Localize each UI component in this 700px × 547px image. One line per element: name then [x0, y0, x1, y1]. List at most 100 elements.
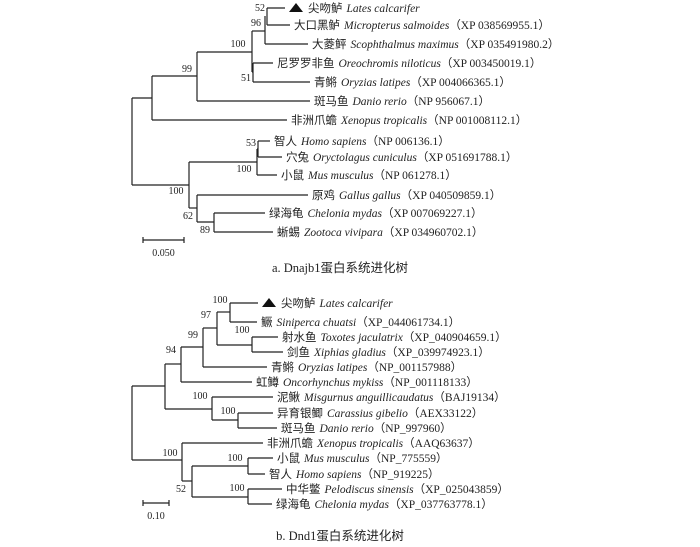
bootstrap-value: 89	[200, 225, 210, 236]
species-latin-name: Lates calcarifer	[346, 3, 421, 15]
species-chinese-name: 虹鳟	[256, 375, 279, 389]
species-chinese-name: 斑马鱼	[314, 94, 349, 108]
species-latin-name: Xiphias gladius	[313, 347, 386, 359]
species-chinese-name: 蜥蜴	[277, 225, 300, 239]
scale-bar-label: 0.050	[152, 248, 175, 259]
species-latin-name: Misgurnus anguillicaudatus	[303, 392, 434, 404]
accession-number: （NP_775559）	[370, 452, 448, 465]
accession-number: （XP 034960702.1）	[383, 226, 484, 239]
species-latin-name: Oryzias latipes	[298, 362, 368, 374]
species-latin-name: Gallus gallus	[339, 190, 401, 202]
species-chinese-name: 剑鱼	[287, 345, 310, 359]
bootstrap-value: 100	[221, 406, 236, 417]
accession-number: （NP_919225）	[362, 468, 440, 481]
species-latin-name: Oreochromis niloticus	[339, 58, 442, 70]
species-latin-name: Pelodiscus sinensis	[324, 484, 415, 496]
species-chinese-name: 绿海龟	[276, 497, 311, 511]
species-chinese-name: 青鳉	[314, 75, 337, 89]
accession-number: （BAJ19134）	[433, 391, 505, 404]
species-chinese-name: 尼罗罗非鱼	[277, 56, 335, 70]
species-chinese-name: 泥鳅	[277, 390, 300, 404]
query-species-triangle-icon	[289, 3, 303, 12]
accession-number: （XP_039974923.1）	[386, 346, 490, 359]
bootstrap-value: 52	[176, 484, 186, 495]
species-latin-name: Oryctolagus cuniculus	[313, 152, 417, 164]
leaf-label: 尼罗罗非鱼 Oreochromis niloticus（XP 003450019.…	[277, 56, 541, 70]
figure-caption: a. Dnajb1蛋白系统进化树	[272, 260, 408, 275]
bootstrap-value: 100	[237, 164, 252, 175]
accession-number: （NP_997960）	[374, 422, 452, 435]
species-latin-name: Scophthalmus maximus	[351, 39, 460, 51]
accession-number: （NP_001157988）	[367, 361, 462, 374]
accession-number: （XP 003450019.1）	[441, 57, 542, 70]
bootstrap-value: 100	[230, 483, 245, 494]
scale-bar-label: 0.10	[147, 511, 165, 522]
bootstrap-value: 94	[166, 345, 176, 356]
species-chinese-name: 中华鳖	[286, 482, 321, 496]
species-chinese-name: 大口黑鲈	[294, 18, 340, 32]
accession-number: （NP_001118133）	[383, 376, 477, 389]
species-latin-name: Homo sapiens	[300, 136, 367, 148]
accession-number: （XP 007069227.1）	[382, 207, 483, 220]
species-chinese-name: 非洲爪蟾	[267, 436, 313, 450]
species-chinese-name: 大菱鲆	[312, 37, 347, 51]
accession-number: （XP 051691788.1）	[417, 151, 518, 164]
species-latin-name: Mus musculus	[303, 453, 370, 465]
accession-number: （AEX33122）	[408, 407, 483, 420]
accession-number: （XP 038569955.1）	[449, 19, 550, 32]
species-latin-name: Chelonia mydas	[315, 499, 390, 511]
species-chinese-name: 智人	[274, 134, 297, 148]
accession-number: （NP 006136.1）	[367, 135, 450, 148]
bootstrap-value: 52	[255, 3, 265, 14]
bootstrap-value: 96	[251, 18, 261, 29]
species-latin-name: Carassius gibelio	[327, 408, 408, 420]
accession-number: （XP 035491980.2）	[459, 38, 560, 51]
accession-number: （XP 040509859.1）	[401, 189, 502, 202]
species-chinese-name: 鳜	[261, 315, 273, 329]
accession-number: （XP_025043859）	[414, 483, 509, 496]
leaf-label: 青鳉 Oryzias latipes（NP_001157988）	[271, 360, 462, 374]
accession-number: （NP 001008112.1）	[427, 114, 527, 127]
bootstrap-value: 100	[163, 448, 178, 459]
species-latin-name: Chelonia mydas	[308, 208, 383, 220]
bootstrap-value: 62	[183, 211, 193, 222]
species-latin-name: Oncorhynchus mykiss	[283, 377, 384, 389]
bootstrap-value: 99	[182, 64, 192, 75]
species-latin-name: Oryzias latipes	[341, 77, 411, 89]
bootstrap-value: 100	[169, 186, 184, 197]
species-latin-name: Xenopus tropicalis	[340, 115, 428, 127]
bootstrap-value: 100	[193, 391, 208, 402]
bootstrap-value: 100	[235, 325, 250, 336]
species-chinese-name: 青鳉	[271, 360, 294, 374]
accession-number: （XP_040904659.1）	[403, 331, 507, 344]
species-latin-name: Danio rerio	[319, 423, 374, 435]
species-chinese-name: 射水鱼	[282, 330, 317, 344]
accession-number: （XP_044061734.1）	[356, 316, 460, 329]
species-chinese-name: 非洲爪蟾	[291, 113, 337, 127]
bootstrap-value: 53	[246, 138, 256, 149]
species-latin-name: Siniperca chuatsi	[277, 317, 357, 329]
bootstrap-value: 100	[228, 453, 243, 464]
bootstrap-value: 97	[201, 310, 211, 321]
species-latin-name: Mus musculus	[307, 170, 374, 182]
bootstrap-value: 100	[231, 39, 246, 50]
species-latin-name: Micropterus salmoides	[343, 20, 450, 32]
leaf-label: 鳜 Siniperca chuatsi（XP_044061734.1）	[261, 315, 460, 329]
